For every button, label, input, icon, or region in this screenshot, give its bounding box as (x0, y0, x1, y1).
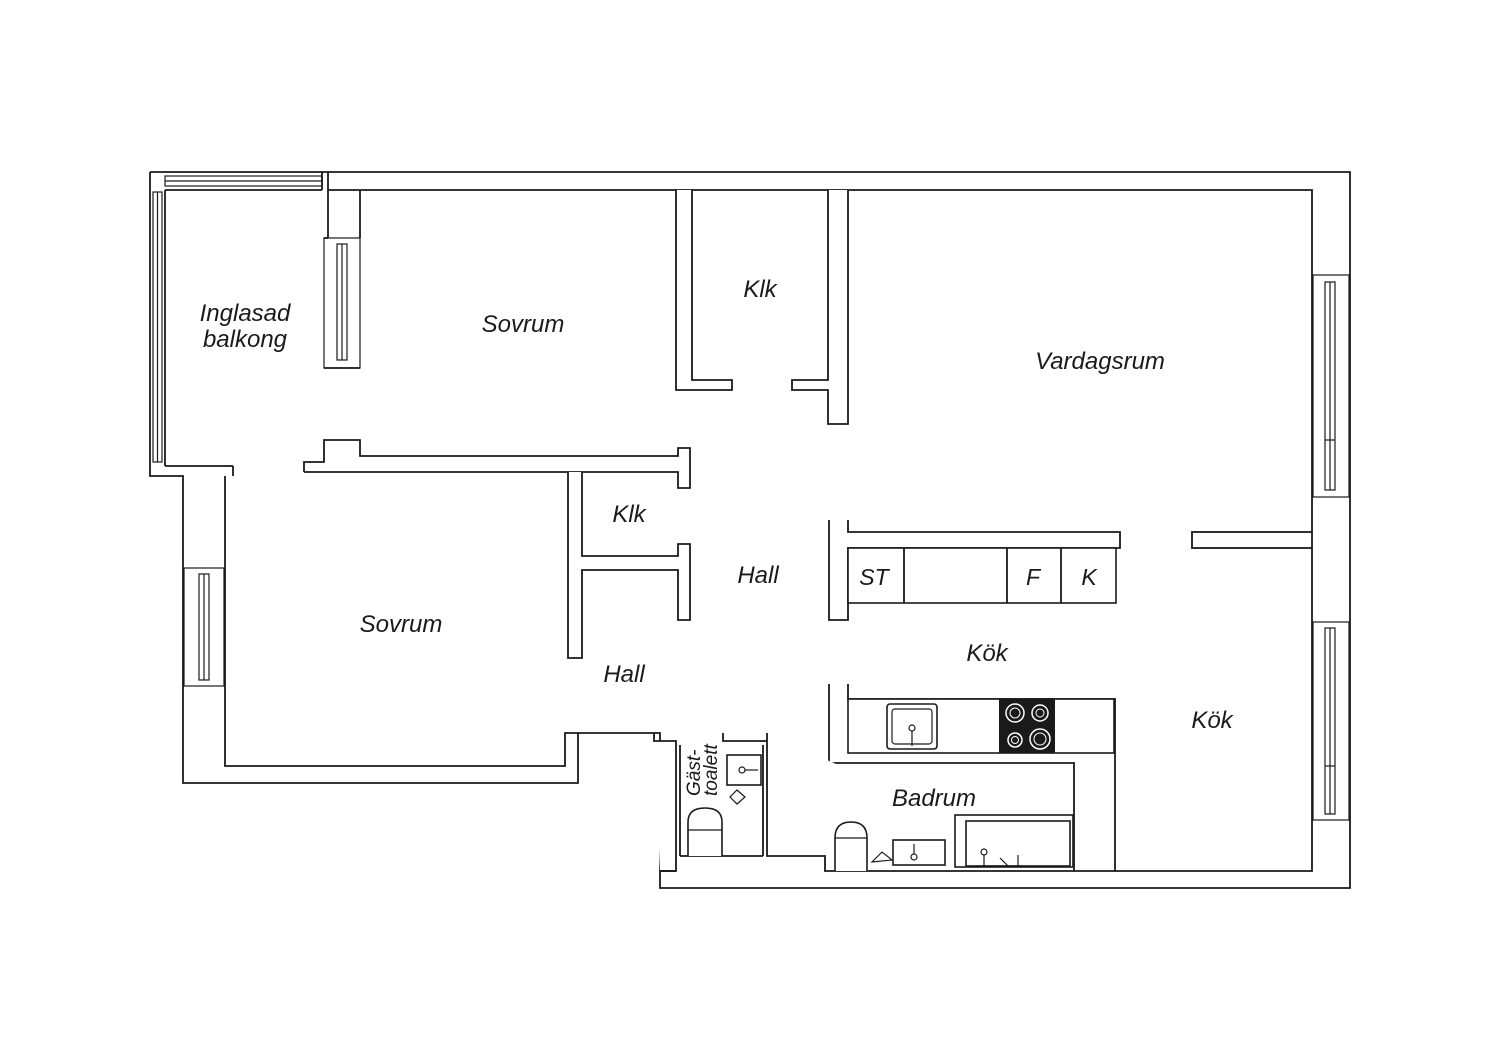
label-hall-bottom: Hall (603, 661, 645, 688)
label-bathroom: Badrum (892, 785, 976, 812)
bathtub-icon (954, 814, 1074, 868)
label-closet-mid: Klk (612, 501, 647, 528)
label-st: ST (859, 564, 890, 590)
toilet-icon (834, 821, 868, 871)
guest-wc-fixtures (687, 754, 762, 856)
label-closet-top: Klk (743, 276, 778, 303)
label-k: K (1081, 564, 1098, 590)
label-balcony-line1: Inglasad (200, 300, 291, 327)
room-labels: Inglasad balkong Sovrum Klk Vardagsrum K… (200, 276, 1235, 812)
label-hall-mid: Hall (737, 562, 779, 589)
kitchen-sink-icon (886, 703, 938, 750)
guest-toilet-icon (687, 807, 723, 856)
guest-sink-icon (726, 754, 762, 805)
windows (152, 175, 1350, 821)
label-guest-wc-line1: Gäst- (684, 750, 705, 796)
bathroom-sink-icon (870, 839, 946, 866)
label-living-room: Vardagsrum (1035, 348, 1165, 375)
appliance-labels: ST F K (859, 564, 1098, 590)
label-kitchen-center: Kök (966, 640, 1009, 667)
kitchen-upper-units (847, 547, 1117, 604)
stovetop-icon (999, 699, 1055, 753)
label-bedroom-bottom: Sovrum (360, 611, 443, 638)
kitchen-lower-counter (847, 698, 1115, 754)
label-f: F (1026, 564, 1042, 590)
bathroom-fixtures (834, 814, 1074, 871)
outer-walls (149, 171, 1351, 889)
label-bedroom-top: Sovrum (482, 311, 565, 338)
label-kitchen-right: Kök (1191, 707, 1234, 734)
label-balcony-line2: balkong (203, 326, 288, 353)
label-guest-wc-line2: toalett (701, 744, 722, 796)
